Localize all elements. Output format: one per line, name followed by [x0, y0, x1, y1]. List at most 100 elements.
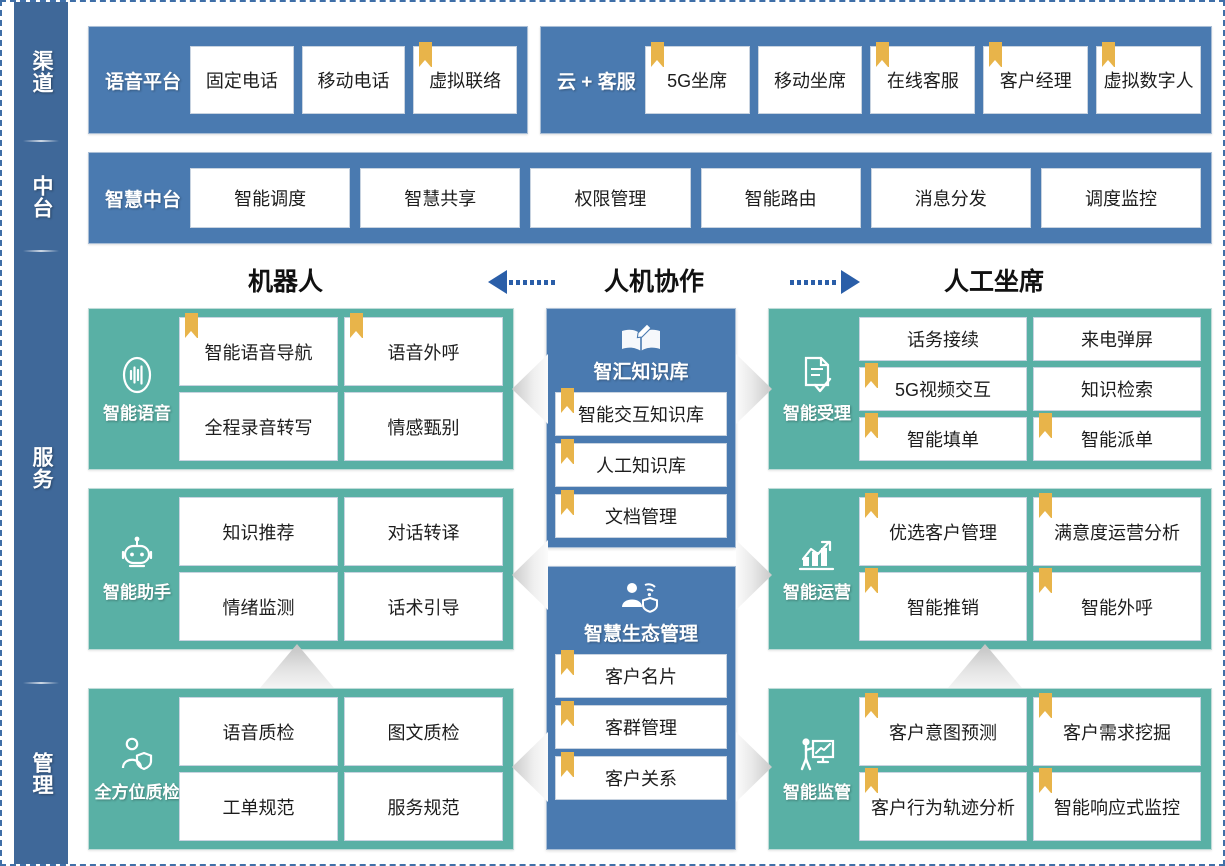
card-smart-form-filling[interactable]: 智能填单 [859, 413, 1027, 461]
bookmark-icon [865, 568, 878, 593]
card-work-order-standard[interactable]: 工单规范 [179, 772, 338, 841]
bookmark-icon [865, 413, 878, 438]
card-voice-quality-check[interactable]: 语音质检 [179, 697, 338, 766]
sidebar-section-middle-platform[interactable]: 中台 [14, 142, 68, 252]
diagram-content: 语音平台 固定电话 移动电话 虚拟联络 云 + 客服 5G坐席 [88, 2, 1217, 864]
card-label: 话术引导 [387, 597, 460, 618]
card-customer-relationship[interactable]: 客户关系 [555, 752, 727, 800]
robot-icon [117, 535, 157, 575]
card-text-image-quality-check[interactable]: 图文质检 [344, 697, 503, 766]
card-voice-outbound[interactable]: 语音外呼 [344, 313, 503, 386]
card-document-management[interactable]: 文档管理 [555, 490, 727, 538]
card-customer-group-management[interactable]: 客群管理 [555, 701, 727, 749]
mid-card-permission-management[interactable]: 权限管理 [530, 168, 691, 228]
panel-title: 全方位质检 [94, 783, 180, 802]
panel-title: 智能监管 [783, 783, 851, 802]
panel-title: 智能运营 [783, 583, 851, 602]
connector-arrow-right-acceptance [736, 354, 772, 424]
card-customer-card[interactable]: 客户名片 [555, 650, 727, 698]
sidebar-section-service[interactable]: 服务 [14, 252, 68, 684]
mid-card-smart-routing[interactable]: 智能路由 [700, 168, 861, 228]
channel-card-mobile-seat[interactable]: 移动坐席 [757, 46, 863, 114]
mid-card-smart-dispatch[interactable]: 智能调度 [190, 168, 351, 228]
bookmark-icon [419, 42, 433, 67]
voice-platform-title: 语音平台 [105, 71, 182, 93]
channel-card-label: 5G坐席 [667, 71, 728, 91]
card-smart-responsive-monitoring[interactable]: 智能响应式监控 [1033, 768, 1201, 841]
panel-title: 智能助手 [103, 583, 171, 602]
card-customer-demand-mining[interactable]: 客户需求挖掘 [1033, 693, 1201, 766]
header-robot: 机器人 [248, 268, 324, 296]
mid-card-smart-sharing[interactable]: 智慧共享 [360, 168, 521, 228]
card-knowledge-retrieval[interactable]: 知识检索 [1033, 367, 1201, 411]
bookmark-icon [561, 439, 574, 464]
card-smart-voice-navigation[interactable]: 智能语音导航 [179, 313, 338, 386]
card-label: 智能语音导航 [204, 342, 313, 363]
card-incoming-call-popup[interactable]: 来电弹屏 [1033, 317, 1201, 361]
bookmark-icon [350, 313, 363, 338]
service-body: 智能语音 智能语音导航 语音外呼 全程录音转写 情感甄别 [88, 308, 1212, 856]
card-label: 全程录音转写 [204, 417, 313, 438]
middle-platform-title: 智慧中台 [105, 189, 182, 211]
card-smart-interactive-kb[interactable]: 智能交互知识库 [555, 388, 727, 436]
panel-intelligent-voice: 智能语音 智能语音导航 语音外呼 全程录音转写 情感甄别 [88, 308, 514, 470]
mid-card-label: 调度监控 [1084, 189, 1157, 209]
card-manual-kb[interactable]: 人工知识库 [555, 439, 727, 487]
sidebar-section-management[interactable]: 管理 [14, 684, 68, 864]
card-full-recording-transcription[interactable]: 全程录音转写 [179, 392, 338, 461]
channel-card-online-service[interactable]: 在线客服 [870, 42, 976, 114]
card-smart-marketing[interactable]: 智能推销 [859, 568, 1027, 641]
bookmark-icon [876, 42, 890, 67]
mid-card-label: 智慧共享 [404, 189, 477, 209]
mid-card-message-distribution[interactable]: 消息分发 [870, 168, 1031, 228]
card-satisfaction-operation-analysis[interactable]: 满意度运营分析 [1033, 493, 1201, 566]
card-5g-video-interaction[interactable]: 5G视频交互 [859, 363, 1027, 411]
channel-card-virtual-human[interactable]: 虚拟数字人 [1096, 42, 1202, 114]
bookmark-icon [1039, 768, 1052, 793]
channel-card-fixed-phone[interactable]: 固定电话 [190, 46, 294, 114]
card-label: 智能推销 [907, 597, 979, 618]
card-script-guidance[interactable]: 话术引导 [344, 572, 503, 641]
channel-card-label: 虚拟数字人 [1103, 71, 1194, 91]
card-customer-intent-prediction[interactable]: 客户意图预测 [859, 693, 1027, 766]
sidebar-section-management-label: 管理 [30, 752, 53, 796]
cloud-service-title: 云 + 客服 [557, 71, 636, 93]
card-label: 文档管理 [605, 507, 677, 527]
channel-card-mobile-phone[interactable]: 移动电话 [301, 46, 406, 114]
panel-title: 智能受理 [783, 404, 851, 423]
card-preferred-customer-management[interactable]: 优选客户管理 [859, 493, 1027, 566]
cloud-service-cells: 5G坐席 移动坐席 在线客服 客户经理 虚拟数字人 [644, 42, 1202, 114]
card-label: 人工知识库 [596, 456, 686, 476]
card-label: 话务接续 [907, 330, 979, 350]
channel-card-label: 固定电话 [205, 71, 278, 91]
bar-chart-trend-icon [797, 535, 837, 575]
middle-platform-bar: 智慧中台 智能调度 智慧共享 权限管理 智能路由 消息分发 调度监控 [88, 152, 1212, 244]
sidebar-section-channel[interactable]: 渠道 [14, 2, 68, 142]
card-label: 知识推荐 [222, 522, 295, 543]
voice-platform-bar: 语音平台 固定电话 移动电话 虚拟联络 [88, 26, 528, 134]
bookmark-icon [1039, 693, 1052, 718]
card-smart-order-dispatch[interactable]: 智能派单 [1033, 413, 1201, 461]
channel-card-account-manager[interactable]: 客户经理 [983, 42, 1089, 114]
card-label: 满意度运营分析 [1054, 522, 1180, 543]
channel-card-virtual-contact[interactable]: 虚拟联络 [413, 42, 517, 114]
card-service-standard[interactable]: 服务规范 [344, 772, 503, 841]
bookmark-icon [561, 701, 574, 726]
card-call-continuation[interactable]: 话务接续 [859, 317, 1027, 361]
bookmark-icon [989, 42, 1003, 67]
connector-arrow-left-quality [512, 732, 548, 802]
card-label: 优选客户管理 [889, 522, 997, 543]
card-dialog-translation[interactable]: 对话转译 [344, 497, 503, 566]
card-emotion-recognition[interactable]: 情感甄别 [344, 392, 503, 461]
card-label: 智能交互知识库 [578, 405, 704, 425]
card-smart-outbound-call[interactable]: 智能外呼 [1033, 568, 1201, 641]
panel-intelligent-supervision: 智能监管 客户意图预测 客户需求挖掘 客户行为轨迹分析 [768, 688, 1212, 850]
card-customer-behavior-trace-analysis[interactable]: 客户行为轨迹分析 [859, 768, 1027, 841]
person-shield-icon [117, 735, 157, 775]
block-list: 客户名片 客群管理 客户关系 [555, 650, 727, 800]
bookmark-icon [865, 363, 878, 388]
card-emotion-monitoring[interactable]: 情绪监测 [179, 572, 338, 641]
card-knowledge-recommendation[interactable]: 知识推荐 [179, 497, 338, 566]
channel-card-5g-seat[interactable]: 5G坐席 [644, 42, 750, 114]
mid-card-dispatch-monitoring[interactable]: 调度监控 [1040, 168, 1202, 228]
